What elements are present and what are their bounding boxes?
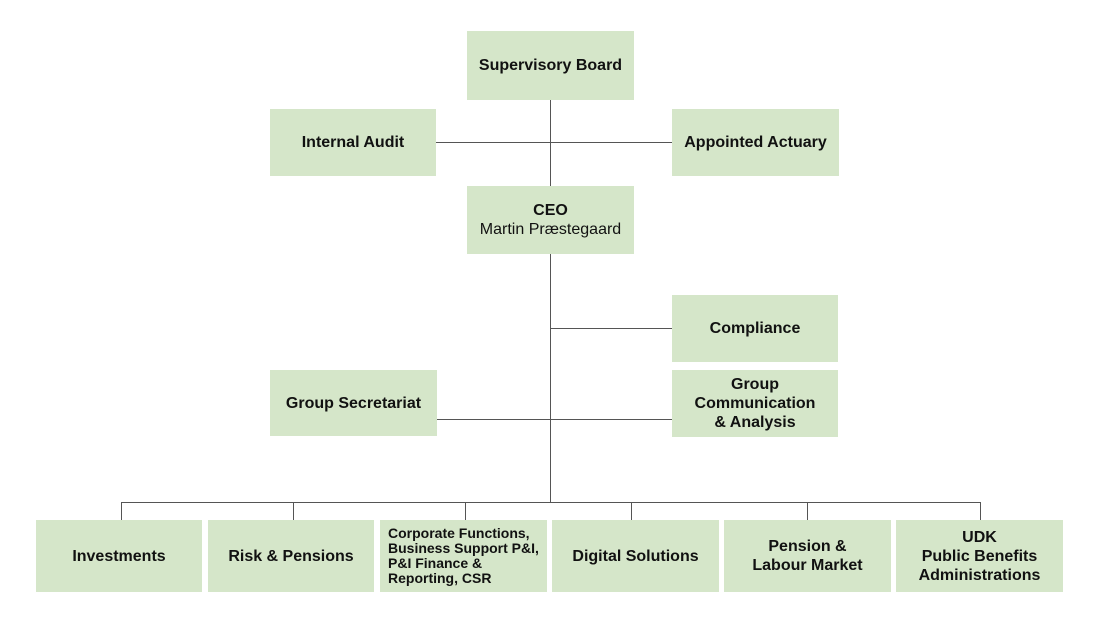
node-label-line: Business Support P&I, (388, 540, 539, 556)
node-pension-labour-market: Pension & Labour Market (724, 520, 891, 592)
node-title: CEO (533, 202, 568, 219)
node-label: Compliance (709, 320, 801, 337)
node-label-line: UDK (962, 528, 997, 546)
node-label-line: Communication (694, 395, 816, 412)
node-label-line: Administrations (918, 566, 1041, 584)
node-digital-solutions: Digital Solutions (552, 520, 719, 592)
node-label: Internal Audit (301, 134, 405, 151)
node-label-line: P&I Finance & (388, 555, 483, 571)
node-label-line: Reporting, CSR (388, 570, 492, 586)
node-label: Risk & Pensions (228, 547, 354, 565)
node-corporate-functions: Corporate Functions, Business Support P&… (380, 520, 547, 592)
node-group-secretariat: Group Secretariat (270, 370, 437, 436)
node-group-communication: Group Communication & Analysis (672, 370, 838, 437)
node-label: Group Secretariat (285, 394, 422, 412)
node-appointed-actuary: Appointed Actuary (672, 109, 839, 176)
node-label: Digital Solutions (572, 547, 699, 565)
node-label: Appointed Actuary (684, 134, 827, 151)
node-label-line: Corporate Functions, (388, 525, 530, 541)
node-label-line: & Analysis (714, 414, 796, 431)
node-label-line: Pension & (768, 538, 847, 555)
node-ceo: CEO Martin Præstegaard (467, 186, 634, 254)
node-internal-audit: Internal Audit (270, 109, 436, 176)
node-label-line: Labour Market (752, 557, 863, 574)
node-compliance: Compliance (672, 295, 838, 362)
node-person-name: Martin Præstegaard (479, 221, 622, 238)
node-label-line: Public Benefits (921, 547, 1038, 565)
node-label: Investments (72, 547, 166, 565)
node-label: Supervisory Board (478, 57, 623, 74)
node-risk-pensions: Risk & Pensions (208, 520, 374, 592)
node-udk: UDK Public Benefits Administrations (896, 520, 1063, 592)
node-label-line: Group (731, 376, 779, 393)
node-supervisory-board: Supervisory Board (467, 31, 634, 100)
node-investments: Investments (36, 520, 202, 592)
